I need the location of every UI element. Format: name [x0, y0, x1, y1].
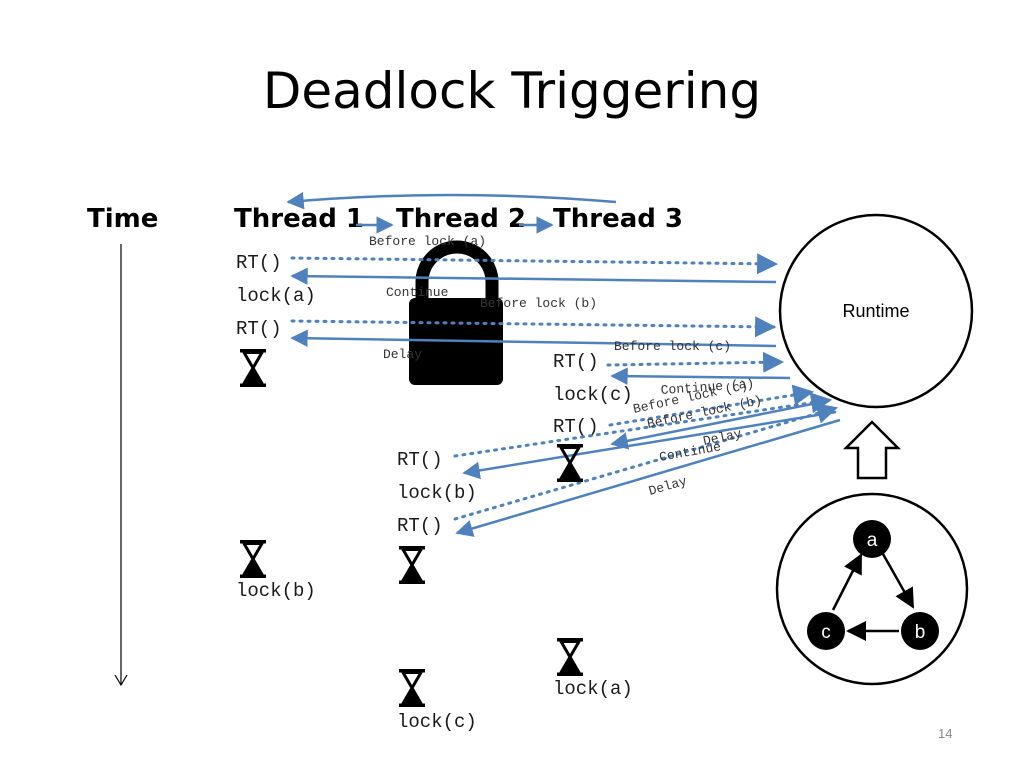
- thread2-rt-call: RT(): [397, 449, 443, 471]
- runtime-circle: [778, 213, 974, 409]
- up-arrow-icon: [842, 420, 902, 480]
- node-c: [807, 612, 845, 650]
- t2-before-lock-b2-arrow: [453, 403, 839, 521]
- continue-a-label: Continue (a): [660, 376, 754, 397]
- t3-delay-arrow: [610, 400, 823, 450]
- hourglass-icon: [397, 544, 427, 586]
- thread3-header: Thread 3: [553, 204, 683, 234]
- thread2-header: Thread 2: [396, 204, 526, 234]
- hourglass-icon: [238, 347, 268, 389]
- delay-b-label: Delay: [647, 474, 689, 499]
- t3-continue-a-arrow: [610, 367, 791, 385]
- t1-delay-arrow: [290, 329, 777, 348]
- hourglass-icon: [555, 636, 585, 678]
- thread1-rt-call: RT(): [236, 252, 282, 274]
- node-a-label: a: [867, 530, 878, 551]
- thread3-lock-a: lock(a): [553, 678, 633, 700]
- thread2-rt-call-2: RT(): [397, 515, 443, 537]
- t1-delay-label: Delay: [383, 347, 422, 362]
- padlock-icon: [409, 240, 503, 385]
- time-axis-arrowhead: [114, 674, 128, 687]
- hourglass-icon: [555, 442, 585, 484]
- t2-before-lock-b-label: Before lock (b): [480, 296, 597, 311]
- thread3-rt-call: RT(): [553, 351, 599, 373]
- t1-before-lock-a-arrow: [290, 253, 779, 275]
- t1-before-lock-b-arrow: [290, 316, 777, 338]
- node-c-label: c: [821, 622, 831, 643]
- thread3-rt-call-2: RT(): [553, 416, 599, 438]
- t2-continue-arrow: [462, 410, 837, 480]
- node-b-label: b: [915, 622, 926, 643]
- t2-delay-arrow: [455, 418, 841, 537]
- slide-number: 14: [938, 726, 953, 741]
- edge-c-to-a: [831, 553, 863, 611]
- edge-a-to-b: [881, 553, 915, 609]
- thread2-lock-c: lock(c): [397, 711, 477, 733]
- t2-before-lock-b-arrow: [453, 392, 833, 458]
- thread1-rt-call-2: RT(): [236, 318, 282, 340]
- thread1-lock-b: lock(b): [236, 580, 316, 602]
- thread3-to-thread1-arrow: [286, 191, 617, 210]
- runtime-label: Runtime: [842, 301, 909, 321]
- slide-title: Deadlock Triggering: [262, 62, 762, 120]
- t3-before-lock-c-arrow: [606, 351, 785, 373]
- t1-continue-label: Continue: [386, 285, 448, 300]
- t1-before-lock-a-label: Before lock (a): [369, 234, 486, 249]
- node-a: [853, 520, 891, 558]
- t3-before-lock-c-label: Before lock (c): [614, 339, 731, 354]
- thread3-lock-c: lock(c): [553, 384, 633, 406]
- node-b: [901, 612, 939, 650]
- continue-b-label: Continue: [658, 439, 722, 465]
- t1-continue-arrow: [290, 267, 777, 285]
- hourglass-icon: [238, 538, 268, 580]
- thread1-lock-a: lock(a): [236, 285, 316, 307]
- hourglass-icon: [397, 667, 427, 709]
- t3-before-lock-c2-arrow: [608, 384, 815, 427]
- thread2-lock-b: lock(b): [397, 482, 477, 504]
- time-header: Time: [87, 204, 159, 234]
